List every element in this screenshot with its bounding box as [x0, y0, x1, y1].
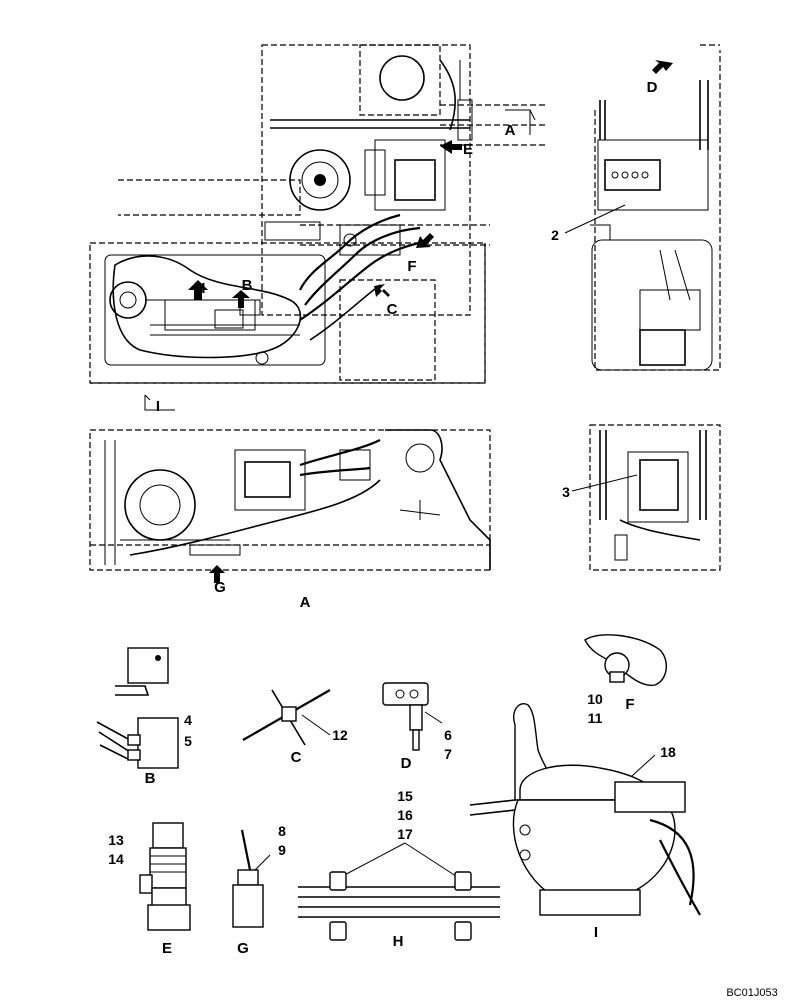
label-e: E: [463, 141, 473, 158]
callout-9: 9: [278, 842, 286, 858]
callout-2: 2: [551, 227, 559, 243]
detail-h: [298, 871, 500, 941]
caption-detail-b: B: [145, 770, 156, 787]
callout-8: 8: [278, 823, 286, 839]
detail-f: [584, 634, 667, 686]
arrow-e-icon: [440, 140, 462, 154]
label-b: B: [242, 277, 253, 294]
detail-e: [139, 822, 191, 931]
label-h: H: [195, 280, 206, 297]
callout-7: 7: [444, 746, 452, 762]
caption-detail-i: I: [594, 924, 598, 941]
detail-c: [242, 689, 331, 746]
label-f: F: [407, 258, 416, 275]
callout-17: 17: [397, 826, 413, 842]
detail-g: [232, 829, 264, 928]
drawing-code: BC01J053: [726, 987, 777, 999]
callout-12: 12: [332, 727, 348, 743]
label-c: C: [387, 301, 398, 318]
arrow-f-icon: [416, 233, 434, 248]
section-a-marker: A: [505, 122, 516, 139]
caption-detail-c: C: [291, 749, 302, 766]
detail-b: [96, 647, 179, 769]
callout-13: 13: [108, 832, 124, 848]
caption-detail-e: E: [162, 940, 172, 957]
callout-5: 5: [184, 733, 192, 749]
caption-detail-f: F: [625, 696, 634, 713]
arrow-c-icon: [374, 284, 390, 297]
section-a-view: [89, 429, 491, 571]
top-view: [89, 44, 545, 411]
caption-detail-d: D: [401, 755, 412, 772]
caption-view-a: A: [300, 594, 311, 611]
arrow-d-icon: [652, 60, 673, 74]
callout-4: 4: [184, 712, 192, 728]
section-i-marker: I: [156, 398, 160, 415]
detail-i: [469, 703, 701, 916]
callout-15: 15: [397, 788, 413, 804]
arrow-h-icon: [188, 280, 208, 300]
callout-18: 18: [660, 744, 676, 760]
caption-detail-h: H: [393, 933, 404, 950]
callout-16: 16: [397, 807, 413, 823]
arrow-g-icon: [209, 565, 225, 583]
callout-6: 6: [444, 727, 452, 743]
label-g: G: [214, 579, 226, 596]
callout-10: 10: [587, 691, 603, 707]
callout-11: 11: [588, 710, 603, 726]
callout-3: 3: [562, 484, 570, 500]
detail-d: [382, 682, 429, 751]
side-view-upper: [590, 44, 721, 371]
view-arrows-top: [188, 60, 673, 308]
side-view-lower: [589, 424, 721, 571]
caption-detail-g: G: [237, 940, 249, 957]
label-d: D: [647, 79, 658, 96]
callout-14: 14: [108, 851, 124, 867]
arrow-b-icon: [232, 290, 250, 308]
